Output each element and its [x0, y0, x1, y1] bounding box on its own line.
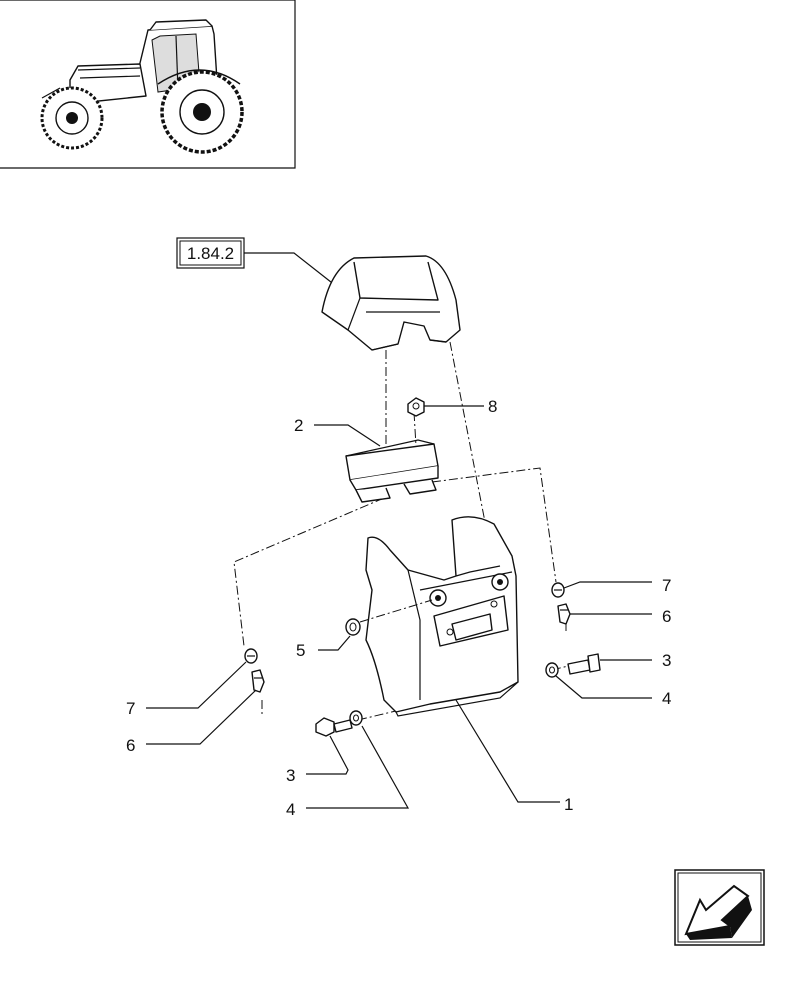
callout-7-left: 7 — [126, 699, 135, 718]
upper-cover-part — [321, 255, 461, 351]
callout-4-left: 4 — [286, 800, 295, 819]
washer-part-4-left — [349, 710, 363, 726]
previous-page-arrow-icon[interactable] — [674, 869, 765, 946]
reference-box[interactable]: 1.84.2 — [176, 237, 245, 269]
callout-7-right: 7 — [662, 576, 671, 595]
bracket-part-2 — [345, 439, 439, 503]
lower-cover-part-1 — [365, 516, 519, 717]
callout-1: 1 — [564, 795, 573, 814]
callout-2: 2 — [294, 416, 303, 435]
tractor-thumbnail — [0, 0, 296, 169]
callout-5: 5 — [296, 641, 305, 660]
callout-3-right: 3 — [662, 651, 671, 670]
bolt-part-3-right — [567, 653, 601, 675]
pin-part-6-left — [251, 669, 265, 693]
pin-part-6-right — [557, 603, 571, 625]
clip-part-7-right — [551, 582, 565, 598]
callout-4-right: 4 — [662, 689, 671, 708]
callout-6-right: 6 — [662, 607, 671, 626]
callout-8: 8 — [488, 397, 497, 416]
grommet-part-5 — [345, 618, 361, 636]
clip-part-7-left — [244, 648, 258, 664]
washer-part-4-right — [545, 662, 559, 678]
bolt-part-3-left — [315, 717, 353, 737]
reference-box-label: 1.84.2 — [187, 244, 234, 263]
callout-3-left: 3 — [286, 766, 295, 785]
nut-part-8 — [407, 397, 425, 417]
callout-6-left: 6 — [126, 736, 135, 755]
